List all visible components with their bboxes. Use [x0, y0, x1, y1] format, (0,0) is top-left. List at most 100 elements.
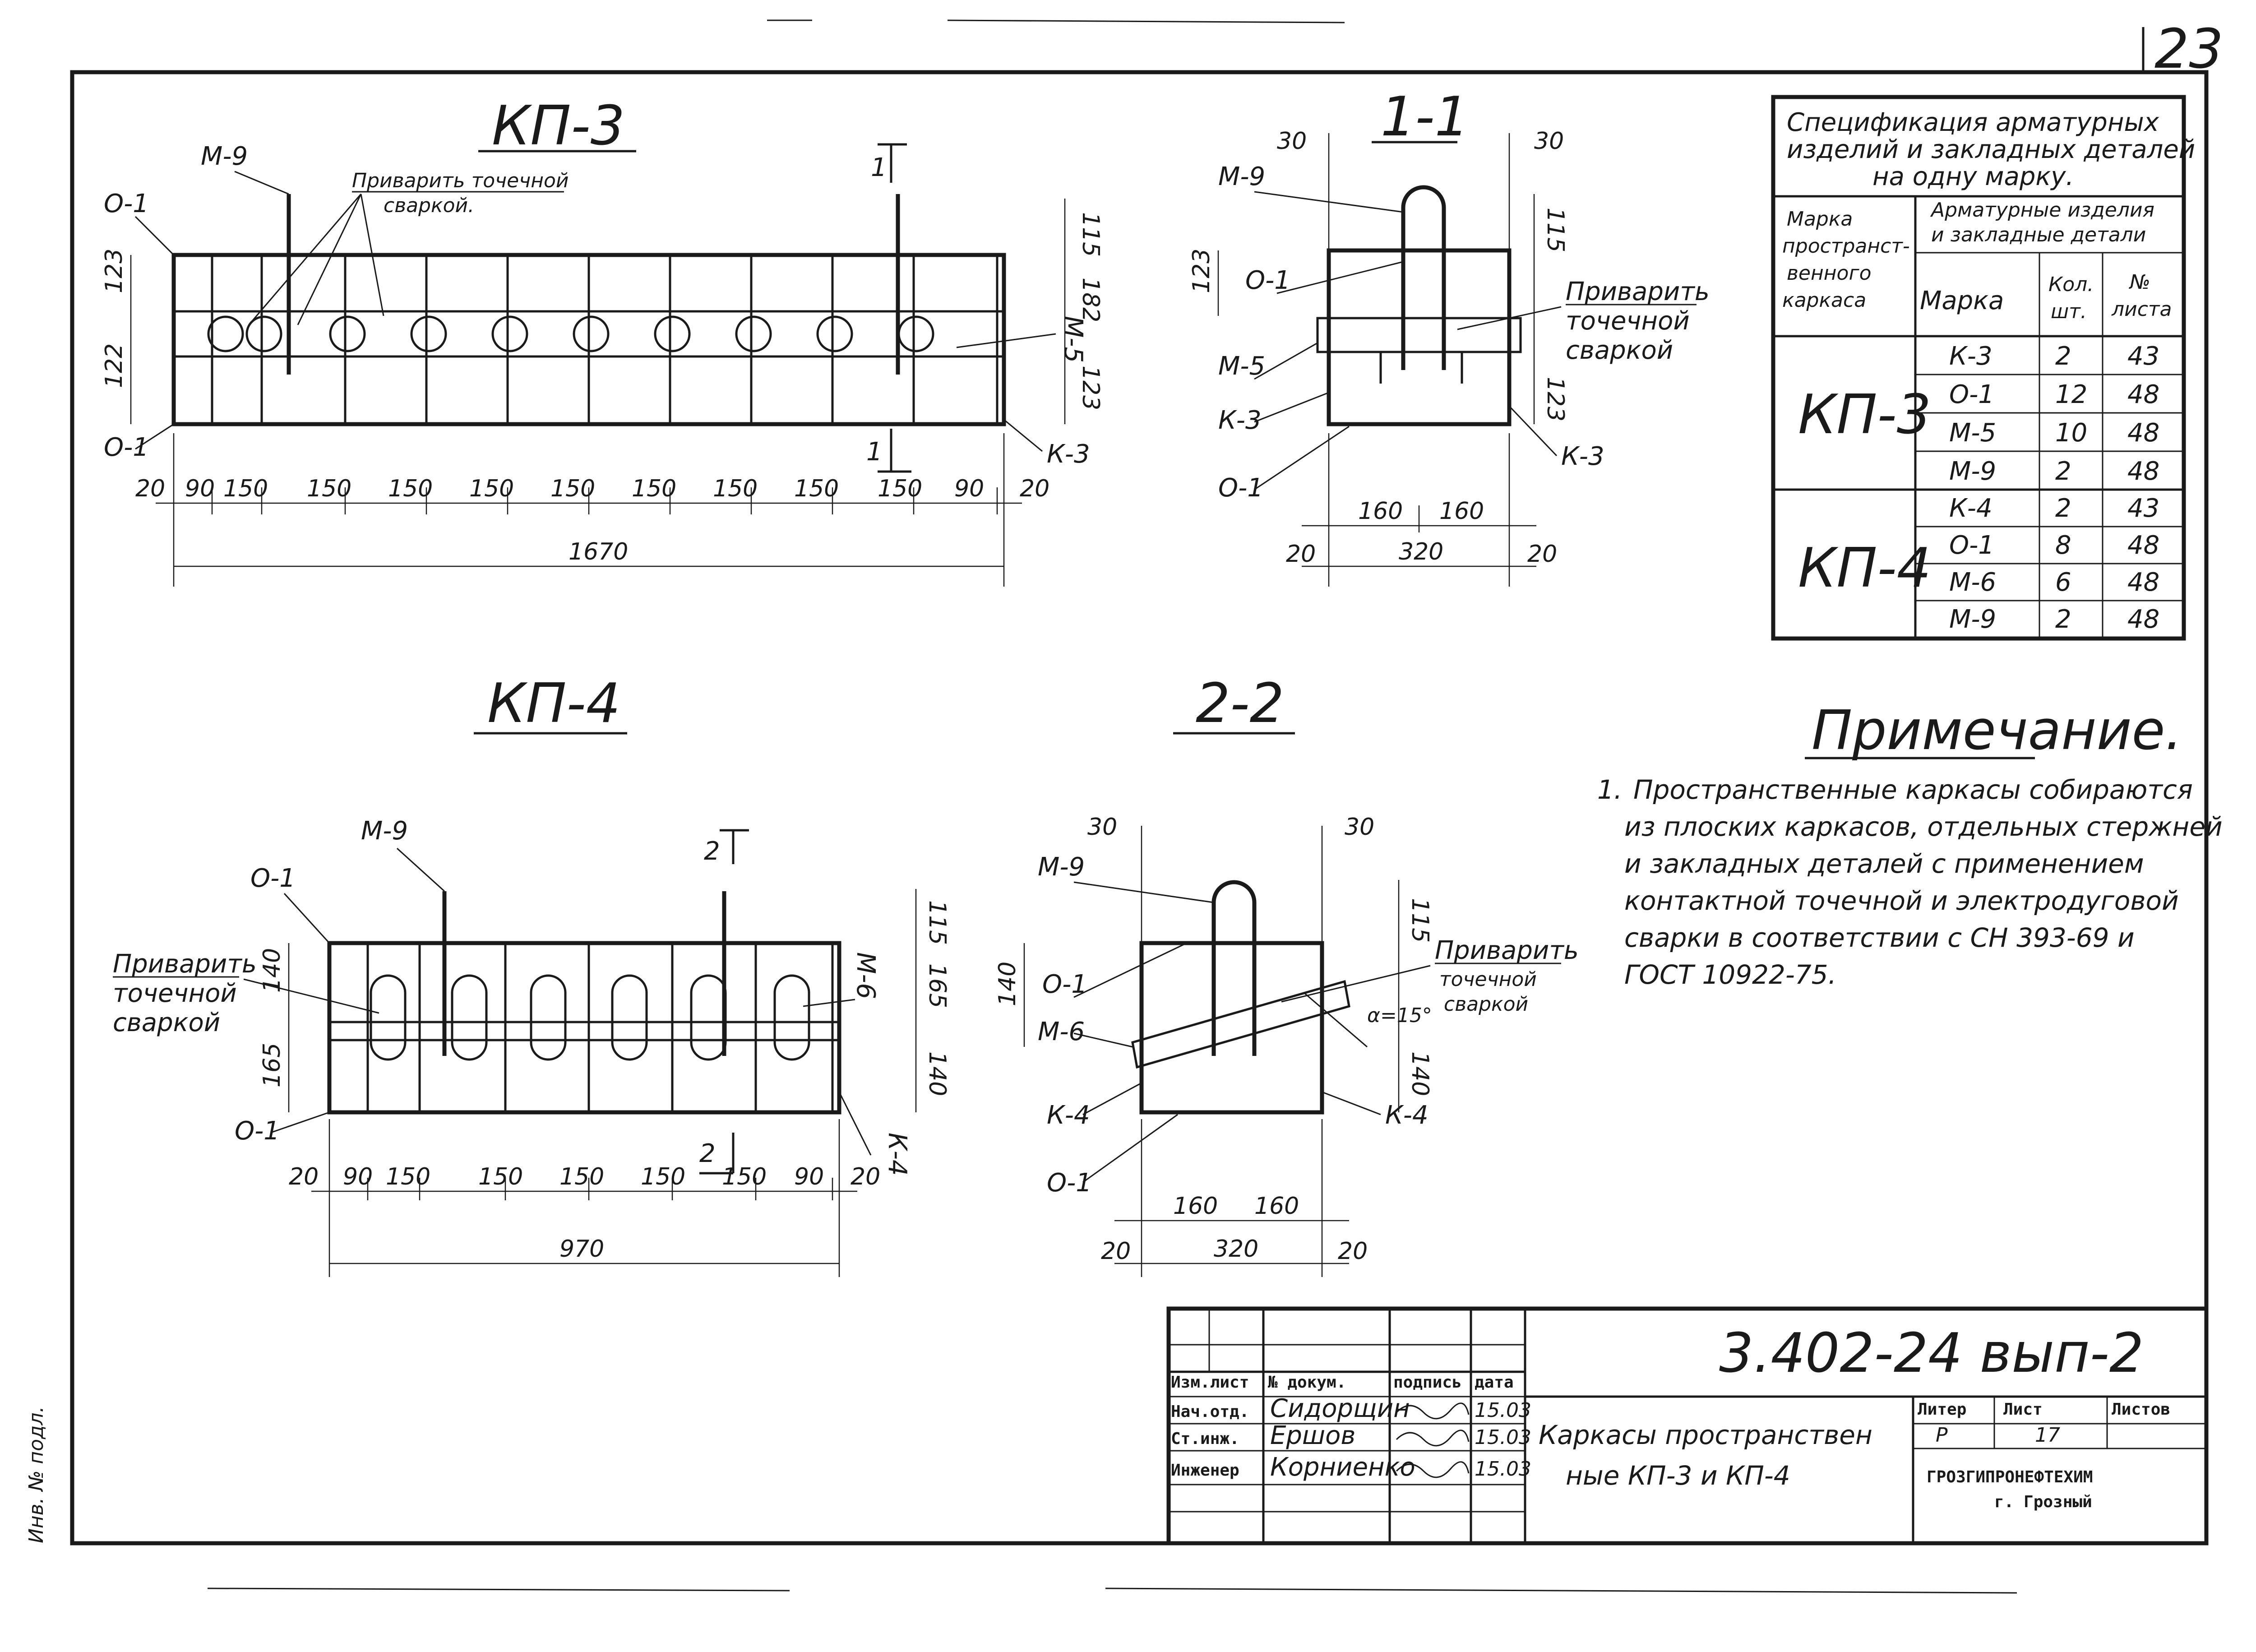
tb-role: Инженер [1171, 1461, 1239, 1480]
label-m6-s22: М-6 [1038, 1017, 1085, 1046]
m5-hole [654, 315, 691, 352]
spec-cell-qty: 6 [2055, 568, 2071, 597]
m6-slot [370, 974, 407, 1061]
signature [1396, 1430, 1470, 1447]
dim-kp4-bottom-1: 90 [343, 1163, 373, 1190]
label-o1-kp4-bottom: О-1 [235, 1116, 280, 1146]
tb-h-doc: № докум. [1267, 1373, 1346, 1392]
spec-col-sheet-1: № [2128, 271, 2150, 294]
dim-s11-total: 320 [1399, 538, 1443, 565]
tb-sheets-label: Листов [2112, 1400, 2170, 1419]
spec-col-mark-4: каркаса [1782, 289, 1866, 312]
spec-cell-qty: 8 [2055, 531, 2071, 560]
m5-hole [897, 315, 934, 352]
view-title-kp4: КП-4 [487, 672, 620, 735]
label-k3-kp3: К-3 [1047, 440, 1090, 469]
spec-cell-sheet: 48 [2127, 568, 2159, 597]
view-title-1-1: 1-1 [1381, 86, 1469, 148]
title-block: 3.402-24 вып-2 Изм.лист № докум. подпись… [1166, 1306, 2209, 1546]
cut-mark-2-bottom: 2 [699, 1139, 716, 1168]
dim-s22-b2: 160 [1173, 1193, 1218, 1220]
spec-cell-sheet: 48 [2127, 605, 2159, 634]
spec-group-kp4: КП-4 [1798, 537, 1931, 600]
tb-date: 15.03 [1475, 1426, 1531, 1449]
tb-h-sign: подпись [1393, 1373, 1462, 1392]
spec-title-3: на одну марку. [1872, 162, 2074, 191]
dim-kp3-bottom-9: 150 [794, 475, 839, 502]
dim-s22-right-2: 140 [1406, 1051, 1433, 1096]
dim-s22-right-1: 115 [1406, 898, 1433, 943]
label-m5-s11: М-5 [1218, 352, 1265, 381]
tb-litera: Р [1936, 1424, 1948, 1447]
tb-person-name: Сидорщин [1270, 1394, 1410, 1423]
tb-city: г. Грозный [1994, 1493, 2092, 1511]
label-weld-kp4-a: Приварить [113, 949, 257, 979]
dim-kp3-right-1: 115 [1077, 212, 1104, 257]
spec-cell-marka: М-6 [1949, 568, 1996, 597]
label-k3-s11-right: К-3 [1561, 442, 1604, 471]
label-weld-kp4-c: сваркой [113, 1008, 220, 1037]
label-m9-kp4: М-9 [361, 816, 408, 846]
dim-s11-b1: 20 [1286, 541, 1316, 568]
label-weld-s11-a: Приварить [1566, 277, 1710, 306]
spec-table: Спецификация арматурных изделий и заклад… [1771, 95, 2195, 641]
spec-cell-sheet: 48 [2127, 457, 2159, 486]
dim-kp3-bottom-5: 150 [469, 475, 514, 502]
dim-kp3-bottom-6: 150 [550, 475, 595, 502]
dim-kp3-left-1: 123 [101, 249, 128, 293]
m5-hole [245, 315, 282, 352]
label-m9-kp3: М-9 [201, 142, 248, 171]
dim-s22-total: 320 [1214, 1236, 1258, 1263]
note-number: 1. [1597, 774, 1622, 805]
m5-hole [410, 315, 447, 352]
spec-cell-qty: 2 [2055, 457, 2071, 486]
label-weld-s22-b: точечной [1439, 968, 1537, 991]
m6-slot [690, 974, 727, 1061]
m6-slot [611, 974, 648, 1061]
cut-mark-1-top: 1 [871, 153, 887, 182]
tb-person-name: Ершов [1270, 1421, 1355, 1450]
m5-hole [329, 315, 366, 352]
note-line-3: и закладных деталей с применением [1624, 848, 2144, 879]
label-m6-kp4: М-6 [851, 952, 880, 999]
label-weld-s22-a: Приварить [1435, 936, 1579, 965]
label-m9-s11: М-9 [1218, 162, 1265, 191]
m5-hole [816, 315, 853, 352]
dim-kp4-right-1: 115 [924, 900, 951, 945]
note-line-4: контактной точечной и электродуговой [1624, 885, 2179, 916]
dim-kp4-bottom-5: 150 [641, 1163, 685, 1190]
view-section-2-2: 2-2 α=15° М-9 О-1 М-6 К-4 О-1 К-4 Привар… [994, 672, 1579, 1277]
label-weld-kp3-1: Приварить точечной [352, 169, 569, 192]
dim-s11-b3: 160 [1439, 498, 1484, 525]
note-line-2: из плоских каркасов, отдельных стержней [1624, 811, 2223, 842]
frame-1-1 [1327, 248, 1512, 426]
label-weld-s11-c: сваркой [1566, 336, 1673, 365]
label-weld-kp4-b: точечной [113, 979, 237, 1008]
dim-kp3-bottom-4: 150 [388, 475, 433, 502]
dim-kp4-bottom-8: 20 [851, 1163, 880, 1190]
dim-kp4-bottom-0: 20 [289, 1163, 319, 1190]
note-block: Примечание. 1. Пространственные каркасы … [1597, 699, 2223, 990]
frame-2-2 [1139, 941, 1324, 1115]
label-weld-s11-b: точечной [1566, 306, 1690, 336]
tb-role: Нач.отд. [1171, 1402, 1249, 1421]
label-weld-kp3-2: сваркой. [384, 194, 474, 217]
spec-cell-sheet: 48 [2127, 418, 2159, 448]
spec-col-marka: Марка [1920, 286, 2004, 315]
dim-s11-top-2: 30 [1534, 128, 1564, 155]
spec-col-sheet-2: листа [2111, 298, 2172, 321]
dim-kp3-bottom-0: 20 [135, 475, 165, 502]
dim-s22-b3: 160 [1254, 1193, 1299, 1220]
label-angle: α=15° [1367, 1004, 1432, 1027]
dim-kp4-bottom-3: 150 [478, 1163, 523, 1190]
m6-slot [773, 974, 810, 1061]
dim-kp3-bottom-3: 150 [307, 475, 351, 502]
dim-kp4-right-2: 165 [924, 963, 951, 1008]
spec-cell-marka: М-5 [1949, 418, 1996, 448]
label-o1-s11-top: О-1 [1245, 266, 1290, 295]
dim-kp4-bottom-2: 150 [386, 1163, 430, 1190]
dim-kp4-bottom-4: 150 [559, 1163, 604, 1190]
dim-s22-b4: 20 [1338, 1238, 1368, 1265]
spec-col-mark-1: Марка [1787, 208, 1853, 231]
